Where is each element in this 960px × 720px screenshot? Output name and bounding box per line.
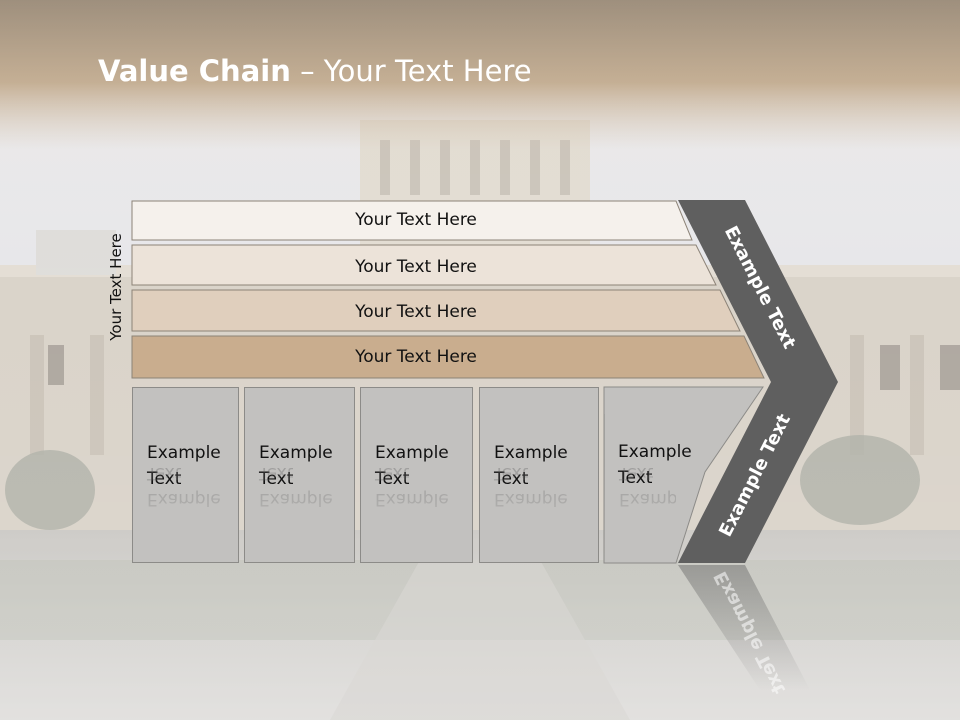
card-4-line2: Text [494,469,529,489]
slide-title: Value Chain – Your Text Here [98,54,532,88]
bar-3[interactable]: Your Text Here [131,289,741,332]
card-3-line2: Text [375,469,410,489]
card-5-reflection: Example Text [604,414,693,564]
card-1-line1: Example [147,443,221,463]
card-5[interactable]: Example Text [604,387,704,563]
card-2[interactable]: Example Text [244,387,355,563]
card-5-shape [603,386,764,564]
card-2-line1: Example [259,443,333,463]
card-4[interactable]: Example Text [479,387,599,563]
card-3-reflection: Example Text [360,414,473,564]
card-4-line1: Example [494,443,568,463]
card-5-line2: Text [618,468,653,488]
card-3-line1: Example [375,443,449,463]
title-bold: Value Chain [98,54,291,88]
card-1-line2: Text [147,469,182,489]
card-2-line2: Text [259,469,294,489]
title-rest: – Your Text Here [290,54,532,88]
bar-2-label: Your Text Here [354,257,477,277]
card-3[interactable]: Example Text [360,387,473,563]
bar-3-label: Your Text Here [354,302,477,322]
card-4-reflection: Example Text [479,414,599,564]
bar-4-label: Your Text Here [354,347,477,367]
bar-2[interactable]: Your Text Here [131,244,717,286]
chevron-reflection [678,565,810,690]
card-2-reflection: Example Text [244,414,355,564]
chevron-arrow[interactable] [678,200,838,563]
card-1[interactable]: Example Text [132,387,239,563]
bar-1-label: Your Text Here [354,210,477,230]
card-1-reflection: Example Text [132,414,239,564]
bar-1[interactable]: Your Text Here [131,200,693,241]
bar-4[interactable]: Your Text Here [131,335,765,379]
card-5-line1: Example [618,442,692,462]
